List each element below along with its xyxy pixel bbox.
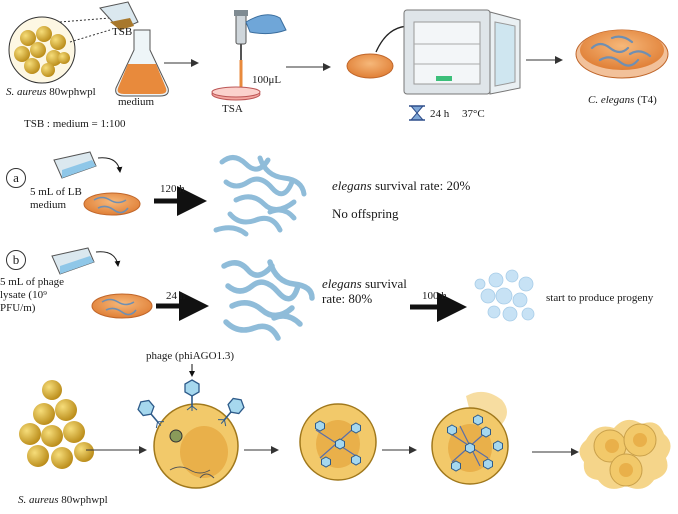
bacteria-cluster-icon	[19, 380, 94, 469]
condition-a-letter: a	[13, 170, 19, 185]
tsa-label: TSA	[222, 103, 243, 115]
condition-b-vessel: 5 mL of phage lysate (10⁹ PFU/m)	[0, 276, 65, 314]
tsb-label: TSB	[112, 26, 133, 38]
flask-icon	[99, 1, 139, 31]
worm-cluster-icon	[213, 155, 307, 237]
incubation-temp-label: 37°C	[462, 108, 485, 120]
condition-a-time: 120 h	[160, 183, 185, 195]
colony-magnifier-icon	[8, 16, 111, 84]
volume-label: 100μL	[252, 74, 282, 86]
strain-label: S. aureus 80wphwpl	[6, 86, 96, 99]
ratio-label: TSB : medium = 1:100	[24, 118, 126, 130]
condition-a-survival-rest: survival rate: 20%	[374, 178, 471, 193]
condition-b-time-2: 100 h	[422, 290, 447, 302]
condition-a-marker: a	[6, 168, 26, 188]
petri-dish-icon	[91, 293, 153, 319]
strain-name-rest: 80wphwpl	[49, 86, 96, 98]
worm-label: C. elegans (T4)	[588, 94, 657, 107]
infected-cell-icon	[153, 403, 239, 489]
petri-dish-worms-icon	[575, 29, 669, 79]
condition-b-time: 24 h	[166, 290, 186, 302]
bottom-strain-rest: 80wphwpl	[61, 494, 108, 506]
condition-b-survival: elegans survival rate: 80%	[322, 276, 408, 306]
petri-dish-icon	[83, 192, 141, 216]
hourglass-icon	[409, 105, 425, 121]
worm-name-rest: (T4)	[637, 94, 657, 106]
bottom-strain-italic: S. aureus	[18, 494, 59, 506]
incubator-icon	[403, 9, 521, 95]
lysing-cell-icon	[431, 391, 509, 485]
pipette-icon	[234, 10, 287, 88]
condition-b-survival-italic: elegans	[322, 276, 362, 291]
petri-dish-icon	[346, 53, 394, 79]
condition-b-progeny: start to produce progeny	[546, 292, 654, 304]
condition-a-vessel: 5 mL of LB medium	[30, 186, 82, 211]
flask-icon	[51, 247, 121, 275]
medium-label: medium	[118, 96, 155, 108]
condition-a-offspring: No offspring	[332, 206, 399, 221]
strain-name-italic: S. aureus	[6, 86, 47, 98]
condition-a-survival: elegans survival rate: 20%	[332, 178, 470, 193]
condition-a-survival-italic: elegans	[332, 178, 372, 193]
incubation-time-label: 24 h	[430, 108, 450, 120]
worm-cluster-icon	[221, 259, 315, 341]
petri-dish-icon	[211, 86, 261, 101]
condition-b-survival-rest: survival rate: 80%	[322, 276, 407, 306]
bottom-strain-label: S. aureus 80wphwpl	[18, 494, 108, 507]
lysed-cells-icon	[579, 419, 671, 489]
flask-icon	[53, 151, 123, 179]
condition-b-letter: b	[12, 252, 20, 267]
condition-b-marker: b	[6, 250, 26, 270]
erlenmeyer-flask-icon	[115, 29, 169, 97]
egg-cluster-icon	[474, 269, 535, 322]
infected-cell-icon	[299, 403, 377, 481]
phage-label: phage (phiAGO1.3)	[146, 350, 234, 362]
worm-name-italic: C. elegans	[588, 94, 635, 106]
